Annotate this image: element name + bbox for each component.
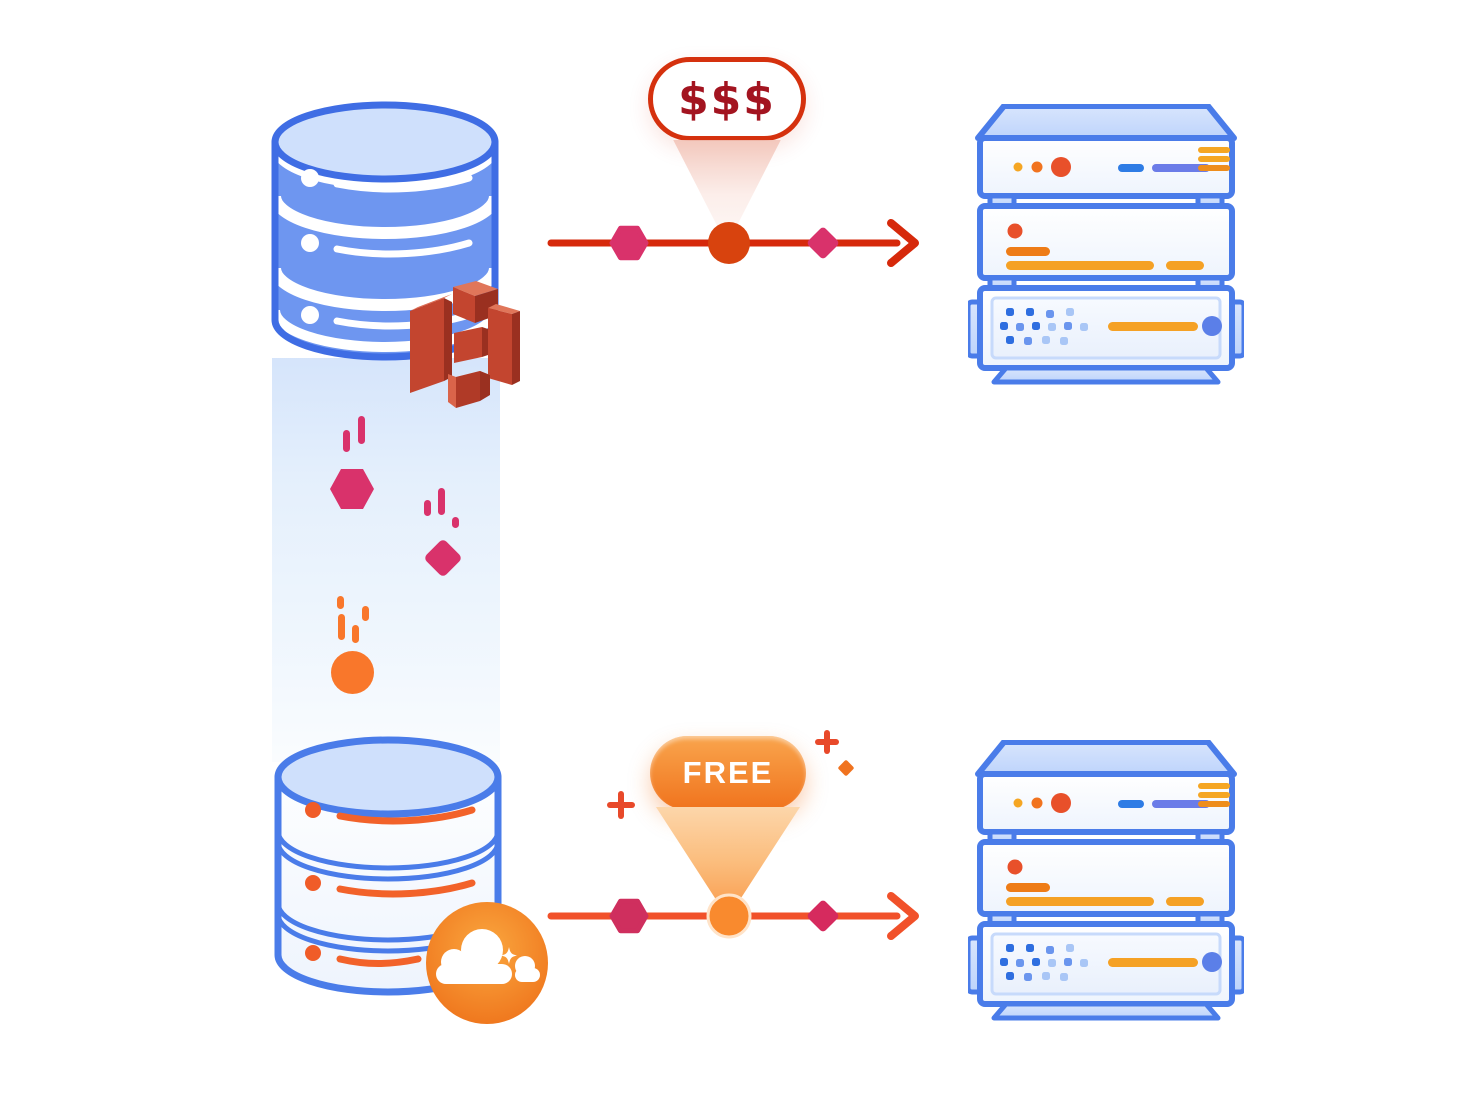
- data-dash: [424, 500, 431, 516]
- data-dash: [343, 430, 350, 452]
- cost-badge: $$$: [648, 57, 806, 141]
- free-badge-label: FREE: [682, 755, 774, 790]
- hexagon-particle-icon: [330, 469, 374, 509]
- plus-sparkle-icon: [815, 730, 839, 754]
- diamond-packet-icon: [807, 900, 839, 932]
- circle-packet-icon: [706, 893, 752, 939]
- hexagon-packet-icon: [609, 225, 649, 261]
- arrow-right-icon: [887, 892, 919, 940]
- data-dash: [338, 614, 345, 640]
- egress-flow-free: [547, 892, 919, 940]
- data-dash: [358, 416, 365, 444]
- data-dash: [452, 517, 459, 528]
- arrow-right-icon: [887, 219, 919, 267]
- circle-packet-icon: [708, 222, 750, 264]
- hexagon-packet-icon: [609, 898, 649, 934]
- free-badge: FREE: [650, 736, 806, 810]
- data-dash: [337, 596, 344, 609]
- data-dash: [362, 606, 369, 621]
- diamond-sparkle-icon: [837, 759, 855, 777]
- transfer-beam: [272, 358, 500, 762]
- cloudflare-icon: [426, 902, 548, 1024]
- cost-badge-label: $$$: [678, 73, 776, 125]
- server-rack-top-icon: [968, 104, 1244, 386]
- diamond-packet-icon: [807, 227, 839, 259]
- egress-flow-paid: [547, 219, 919, 267]
- server-rack-bottom-icon: [968, 740, 1244, 1022]
- data-dash: [352, 625, 359, 643]
- aws-s3-icon: [410, 281, 520, 408]
- circle-particle-icon: [331, 651, 374, 694]
- plus-sparkle-icon: [607, 791, 635, 819]
- data-dash: [438, 488, 445, 515]
